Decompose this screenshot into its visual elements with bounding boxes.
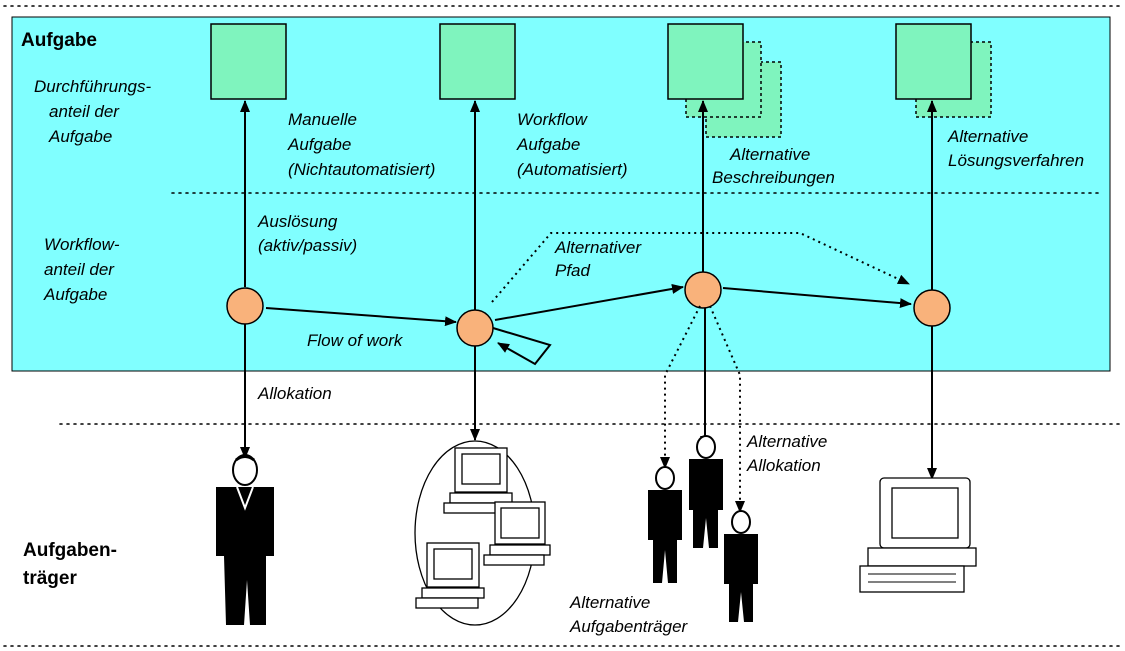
flow-arrow-3 xyxy=(722,287,912,309)
computer-icon xyxy=(483,501,551,566)
person-icon xyxy=(216,454,274,625)
flow-arrow-1 xyxy=(265,307,457,327)
computer-group-icon xyxy=(414,440,551,626)
manual-task-box xyxy=(210,23,287,100)
alternative-descriptions-label: Alternative Beschreibungen xyxy=(712,145,835,187)
person-icon-alt-3 xyxy=(724,510,758,622)
alternative-solutions-label: Alternative Lösungsverfahren xyxy=(947,127,1084,170)
allocation-label: Allokation xyxy=(257,384,332,403)
workflow-task-label: Workflow Aufgabe (Automatisiert) xyxy=(516,110,628,179)
flow-of-work-label: Flow of work xyxy=(307,331,404,350)
task-carrier-heading: Aufgaben- träger xyxy=(23,540,122,589)
person-icon-alt-1 xyxy=(648,466,682,583)
workflow-part-label: Workflow- anteil der Aufgabe xyxy=(43,235,124,304)
loop-arrow xyxy=(492,327,552,366)
workflow-node-2 xyxy=(456,309,494,347)
alt-allocation-left xyxy=(660,305,701,469)
workflow-task-box xyxy=(439,23,516,100)
task-heading: Aufgabe xyxy=(21,30,97,51)
person-icon-alt-2 xyxy=(689,435,723,548)
manual-task-label: Manuelle Aufgabe (Nichtautomatisiert) xyxy=(287,110,435,179)
alt-allocation-right xyxy=(709,305,745,513)
alternative-allocation-label: Alternative Allokation xyxy=(746,432,832,475)
flow-arrow-2 xyxy=(494,283,684,321)
computer-icon xyxy=(415,542,485,609)
execution-part-label: Durchführungs- anteil der Aufgabe xyxy=(34,77,156,146)
workflow-node-1 xyxy=(226,287,264,325)
alternative-carriers-label: Alternative Aufgabenträger xyxy=(569,593,689,636)
computer-icon xyxy=(859,477,977,593)
workflow-node-3 xyxy=(684,271,722,309)
computer-icon xyxy=(443,447,513,514)
alternative-path-label: Alternativer Pfad xyxy=(554,238,646,280)
workflow-node-4 xyxy=(913,289,951,327)
trigger-label: Auslösung (aktiv/passiv) xyxy=(257,212,357,255)
